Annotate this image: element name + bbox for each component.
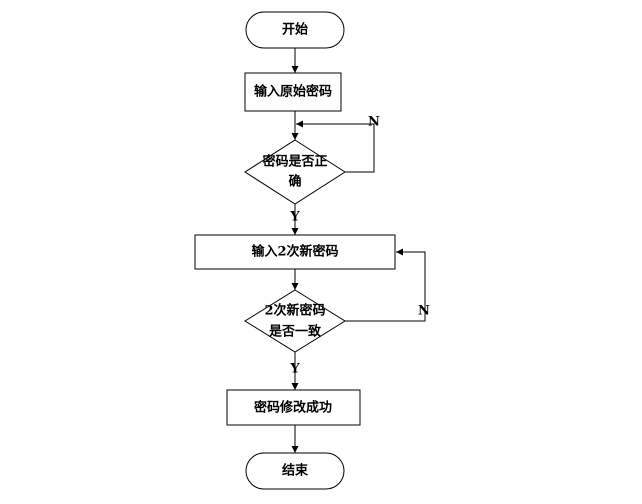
input-original-password-box — [244, 72, 342, 112]
end-terminator — [245, 452, 345, 490]
input-new-password-label: 输入2次新密码 — [251, 244, 338, 260]
start-label: 开始 — [282, 22, 308, 38]
check-password-correct-decision — [244, 139, 346, 205]
success-label: 密码修改成功 — [253, 400, 332, 416]
success-box — [226, 389, 361, 426]
yes-label-2: Y — [289, 362, 300, 377]
input-original-password-label: 输入原始密码 — [254, 84, 332, 100]
input-new-password-box — [194, 234, 396, 270]
no-label-2: N — [418, 304, 430, 319]
yes-label-1: Y — [289, 210, 300, 225]
check-passwords-match-decision — [244, 289, 346, 353]
no-label-1: N — [368, 115, 380, 130]
no-loop-check-match — [345, 248, 426, 322]
no-loop-check-correct — [296, 120, 375, 173]
check-passwords-match-line2: 是否一致 — [268, 324, 322, 340]
check-passwords-match-line1: 2次新密码 — [264, 303, 325, 319]
end-label: 结束 — [282, 463, 309, 479]
check-password-correct-line2: 确 — [288, 174, 301, 190]
check-password-correct-line1: 密码是否正 — [261, 154, 327, 170]
